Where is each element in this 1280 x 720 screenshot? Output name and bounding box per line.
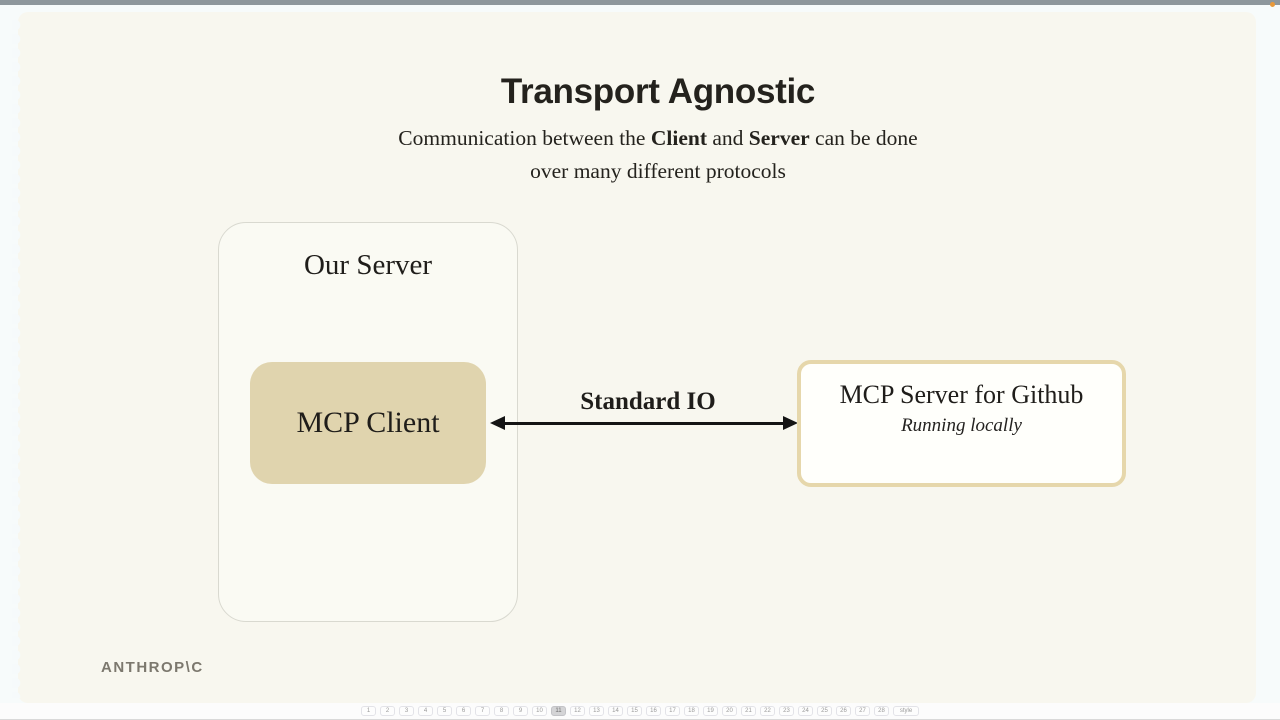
page-pill-11[interactable]: 11 — [551, 706, 566, 716]
page-pill-20[interactable]: 20 — [722, 706, 737, 716]
slide-canvas: Transport Agnostic Communication between… — [18, 12, 1256, 703]
style-button[interactable]: style — [893, 706, 919, 716]
subtitle-text: Communication between the — [398, 126, 651, 150]
transport-arrow-label: Standard IO — [580, 388, 716, 415]
page-pill-13[interactable]: 13 — [589, 706, 604, 716]
subtitle-line2: over many different protocols — [530, 159, 786, 183]
page-pill-26[interactable]: 26 — [836, 706, 851, 716]
subtitle-text: and — [706, 126, 749, 150]
slide-title: Transport Agnostic — [500, 72, 816, 111]
arrow-right-head-icon — [783, 416, 798, 430]
mcp-server-title: MCP Server for Github — [839, 380, 1084, 409]
page-pill-28[interactable]: 28 — [874, 706, 889, 716]
page-pill-22[interactable]: 22 — [760, 706, 775, 716]
page-pill-7[interactable]: 7 — [475, 706, 490, 716]
page-pill-27[interactable]: 27 — [855, 706, 870, 716]
page-pill-12[interactable]: 12 — [570, 706, 585, 716]
page-pill-14[interactable]: 14 — [608, 706, 623, 716]
page-pill-16[interactable]: 16 — [646, 706, 661, 716]
window-top-strip — [0, 0, 1280, 5]
page-pill-3[interactable]: 3 — [399, 706, 414, 716]
page-pill-1[interactable]: 1 — [361, 706, 376, 716]
page-pill-4[interactable]: 4 — [418, 706, 433, 716]
subtitle-text: can be done — [809, 126, 918, 150]
anthropic-logo: ANTHROP\C — [101, 659, 204, 676]
page-pill-21[interactable]: 21 — [741, 706, 756, 716]
recording-indicator-dot — [1270, 2, 1275, 7]
page-pill-15[interactable]: 15 — [627, 706, 642, 716]
page-pill-2[interactable]: 2 — [380, 706, 395, 716]
page-pill-9[interactable]: 9 — [513, 706, 528, 716]
transport-arrow — [490, 414, 798, 432]
page-pill-19[interactable]: 19 — [703, 706, 718, 716]
page-pill-5[interactable]: 5 — [437, 706, 452, 716]
page-pill-18[interactable]: 18 — [684, 706, 699, 716]
slide-subtitle: Communication between the Client and Ser… — [18, 122, 1280, 188]
mcp-server-box: MCP Server for Github Running locally — [797, 360, 1126, 487]
page-pill-24[interactable]: 24 — [798, 706, 813, 716]
our-server-label: Our Server — [303, 249, 433, 281]
arrow-line — [502, 422, 786, 425]
page-pill-10[interactable]: 10 — [532, 706, 547, 716]
arrow-left-head-icon — [490, 416, 505, 430]
page-pill-17[interactable]: 17 — [665, 706, 680, 716]
page-pill-6[interactable]: 6 — [456, 706, 471, 716]
mcp-client-label: MCP Client — [296, 406, 440, 439]
page-pill-23[interactable]: 23 — [779, 706, 794, 716]
mcp-server-note: Running locally — [901, 415, 1022, 436]
page-pill-8[interactable]: 8 — [494, 706, 509, 716]
page-pill-25[interactable]: 25 — [817, 706, 832, 716]
subtitle-bold-server: Server — [748, 126, 810, 150]
mcp-client-box: MCP Client — [250, 362, 486, 484]
subtitle-bold-client: Client — [650, 126, 707, 150]
